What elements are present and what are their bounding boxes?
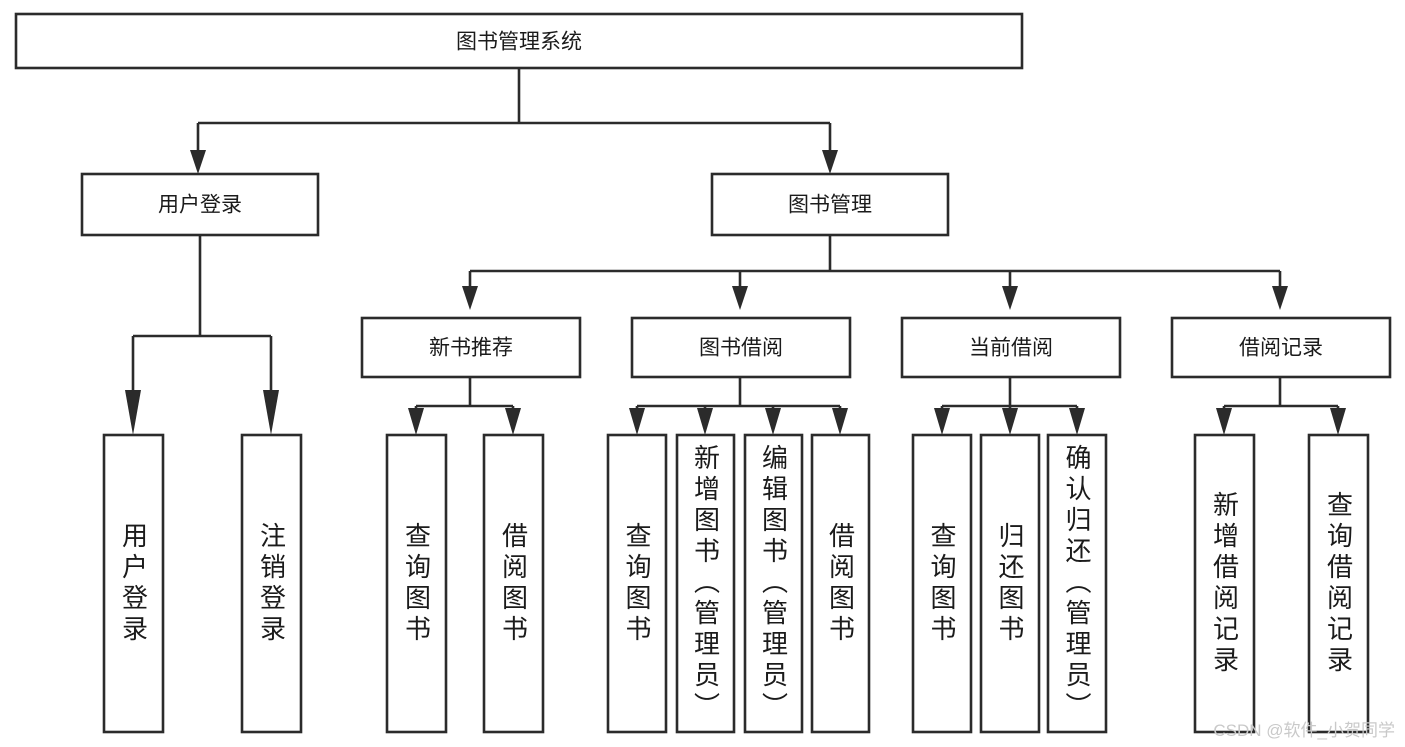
- node-leaf-borrow-book-1[interactable]: [482, 433, 545, 734]
- node-leaf-query-record[interactable]: [1307, 433, 1370, 734]
- node-user-login-label: 用户登录: [158, 194, 242, 217]
- node-leaf-query-book-1[interactable]: [385, 433, 448, 734]
- arrow-head-leaf-edit-book: [765, 408, 781, 435]
- node-borrow-record[interactable]: 借阅记录: [1170, 316, 1392, 379]
- node-root-label: 图书管理系统: [456, 31, 582, 54]
- node-book-management-label: 图书管理: [788, 194, 872, 217]
- node-current-borrow[interactable]: 当前借阅: [900, 316, 1122, 379]
- arrow-head-leaf-borrow-book-1: [505, 408, 521, 435]
- arrow-head-leaf-logout: [263, 390, 279, 435]
- arrow-head-book-management: [822, 150, 838, 174]
- node-current-borrow-label: 当前借阅: [969, 337, 1053, 360]
- node-book-borrow[interactable]: 图书借阅: [630, 316, 852, 379]
- node-leaf-edit-book[interactable]: [743, 433, 804, 734]
- node-leaf-add-book[interactable]: [675, 433, 736, 734]
- node-leaf-borrow-book-2[interactable]: [810, 433, 871, 734]
- node-borrow-record-label: 借阅记录: [1239, 337, 1323, 360]
- node-leaf-logout[interactable]: [240, 433, 303, 734]
- node-leaf-add-record[interactable]: [1193, 433, 1256, 734]
- node-leaf-confirm-return[interactable]: [1046, 433, 1108, 734]
- node-book-management[interactable]: 图书管理: [710, 172, 950, 237]
- arrow-head-leaf-borrow-book-2: [832, 408, 848, 435]
- node-new-book-recommend[interactable]: 新书推荐: [360, 316, 582, 379]
- node-book-borrow-label: 图书借阅: [699, 337, 783, 360]
- arrow-head-user-login: [190, 150, 206, 174]
- arrow-head-leaf-query-book-1: [408, 408, 424, 435]
- node-leaf-return-book[interactable]: [979, 433, 1041, 734]
- arrow-head-new-book-recommend: [462, 286, 478, 310]
- arrow-head-leaf-query-record: [1330, 408, 1346, 435]
- node-root[interactable]: 图书管理系统: [14, 12, 1024, 70]
- leaf-box-layer: [102, 433, 1370, 734]
- node-leaf-query-book-2[interactable]: [606, 433, 668, 734]
- arrow-head-current-borrow: [1002, 286, 1018, 310]
- node-leaf-query-book-3[interactable]: [911, 433, 973, 734]
- node-new-book-recommend-label: 新书推荐: [429, 337, 513, 360]
- arrow-head-leaf-add-record: [1216, 408, 1232, 435]
- arrow-head-leaf-confirm-return: [1069, 408, 1085, 435]
- arrow-head-leaf-return-book: [1002, 408, 1018, 435]
- connector-layer: [125, 68, 1346, 435]
- arrow-head-leaf-query-book-3: [934, 408, 950, 435]
- arrow-head-leaf-user-login: [125, 390, 141, 435]
- node-leaf-user-login[interactable]: [102, 433, 165, 734]
- arrow-head-leaf-query-book-2: [629, 408, 645, 435]
- arrow-head-borrow-record: [1272, 286, 1288, 310]
- arrow-head-leaf-add-book: [697, 408, 713, 435]
- node-user-login[interactable]: 用户登录: [80, 172, 320, 237]
- arrow-head-book-borrow: [732, 286, 748, 310]
